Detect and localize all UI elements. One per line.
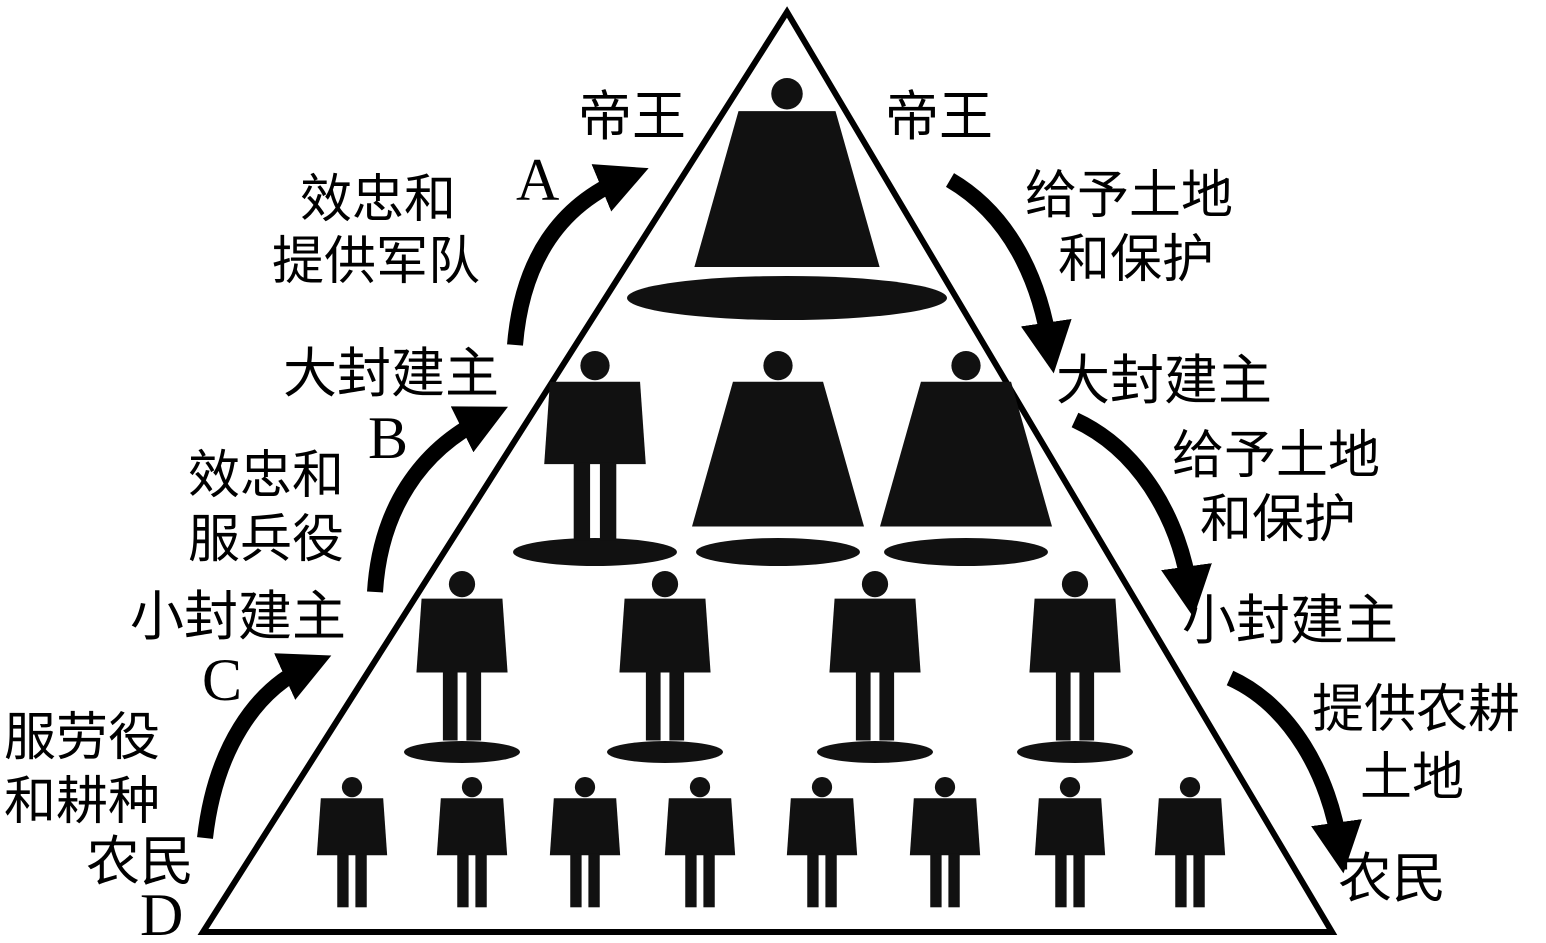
lesser-lord-silhouette xyxy=(416,571,508,741)
great-lord-silhouette xyxy=(692,351,864,527)
letter-d: D xyxy=(140,882,184,943)
great-lord-silhouette xyxy=(880,351,1052,527)
relation-right-top-line2: 和保护 xyxy=(1058,230,1215,290)
great-lord-silhouette xyxy=(544,351,646,541)
rank-label-emperor-left: 帝王 xyxy=(578,85,686,148)
rank-label-lesser-lord-right: 小封建主 xyxy=(1182,589,1398,652)
arrow-lesser-lord-to-peasant xyxy=(1226,670,1362,874)
letter-a: A xyxy=(516,147,560,213)
emperor-figure xyxy=(627,78,947,320)
rank-label-emperor-right: 帝王 xyxy=(885,85,993,148)
arrow-c-to-b xyxy=(367,406,508,593)
relation-c-line2: 和耕种 xyxy=(4,772,161,832)
lesser-lord-silhouette xyxy=(1029,571,1121,741)
great-lord-base xyxy=(696,538,860,566)
great-lord-base xyxy=(513,538,677,566)
lesser-lord-base xyxy=(817,741,933,763)
lesser-lord-base xyxy=(1017,741,1133,763)
relation-right-top-line1: 给予土地 xyxy=(1025,166,1234,226)
emperor-base xyxy=(627,276,947,320)
lesser-lord-silhouette xyxy=(619,571,711,741)
peasant-silhouette xyxy=(1034,777,1106,908)
relation-b-line2: 服兵役 xyxy=(188,510,345,570)
pyramid-outline xyxy=(197,6,1338,935)
great-lord-figures xyxy=(513,351,1052,566)
peasant-silhouette xyxy=(549,777,621,908)
relation-a-line2: 提供军队 xyxy=(272,232,481,292)
lesser-lord-base xyxy=(404,741,520,763)
emperor-silhouette xyxy=(694,78,880,267)
arrow-emperor-to-great-lord xyxy=(945,173,1072,374)
rank-label-lesser-lord-left: 小封建主 xyxy=(130,585,346,648)
peasant-silhouette xyxy=(436,777,508,908)
rank-label-peasant-left: 农民 xyxy=(86,830,194,893)
relation-right-middle-line2: 和保护 xyxy=(1200,490,1357,550)
rank-label-peasant-right: 农民 xyxy=(1338,847,1446,910)
relation-c-line1: 服劳役 xyxy=(4,708,161,768)
relation-right-middle-line1: 给予土地 xyxy=(1172,426,1381,486)
peasant-figures xyxy=(316,777,1226,908)
rank-label-great-lord-right: 大封建主 xyxy=(1056,349,1272,412)
relation-b-line1: 效忠和 xyxy=(188,446,345,506)
lesser-lord-base xyxy=(607,741,723,763)
peasant-silhouette xyxy=(786,777,858,908)
rank-label-great-lord-left: 大封建主 xyxy=(283,342,499,405)
arrow-b-to-a xyxy=(507,164,649,346)
peasant-silhouette xyxy=(1154,777,1226,908)
relation-a-line1: 效忠和 xyxy=(300,170,457,230)
lesser-lord-silhouette xyxy=(829,571,921,741)
lesser-lord-figures xyxy=(404,571,1133,763)
letter-c: C xyxy=(202,647,243,713)
peasant-silhouette xyxy=(909,777,981,908)
arrow-great-lord-to-lesser-lord xyxy=(1071,412,1212,618)
peasant-silhouette xyxy=(664,777,736,908)
arrow-d-to-c xyxy=(197,653,332,839)
relation-right-bottom-line2: 土地 xyxy=(1360,748,1465,808)
relation-right-bottom-line1: 提供农耕 xyxy=(1312,680,1521,740)
letter-b: B xyxy=(368,405,409,471)
peasant-silhouette xyxy=(316,777,388,908)
great-lord-base xyxy=(884,538,1048,566)
